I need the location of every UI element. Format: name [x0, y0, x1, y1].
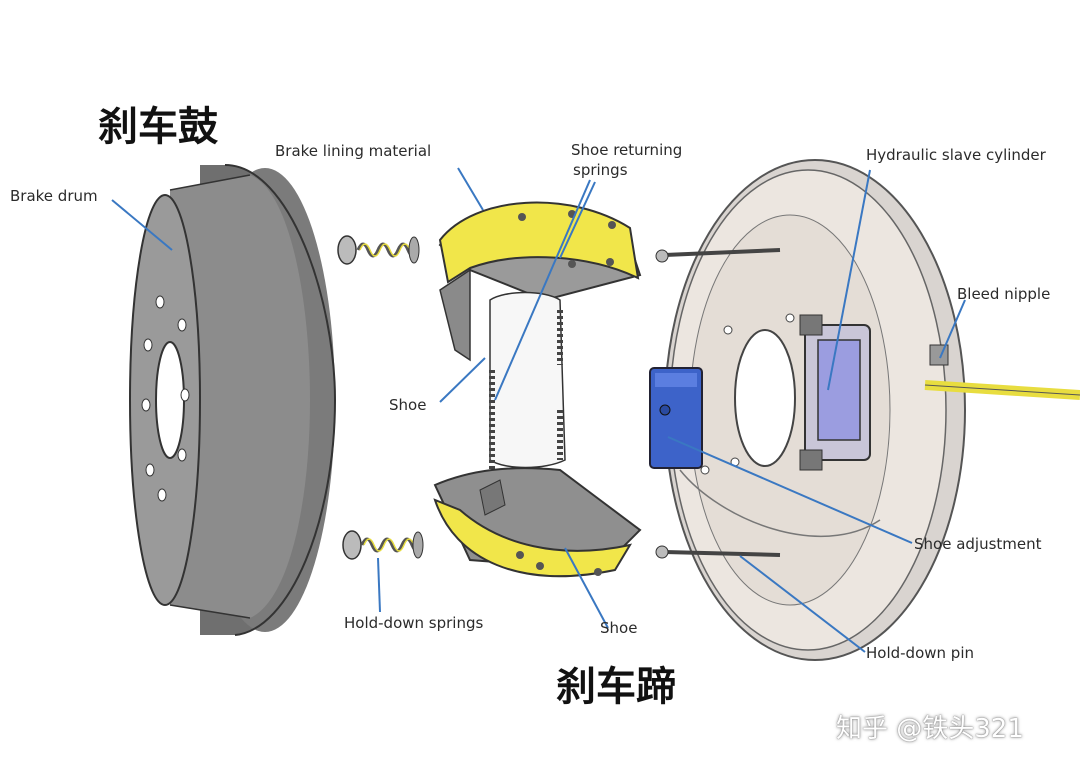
- hold-down-pin-top: [655, 248, 781, 263]
- brake-shoe-lower: [433, 467, 642, 578]
- label-hydraulic-slave-cylinder: Hydraulic slave cylinder: [866, 146, 1046, 164]
- label-hold-down-springs: Hold-down springs: [344, 614, 484, 632]
- label-shoe-returning-springs-2: springs: [573, 161, 628, 179]
- hydraulic-slave-cylinder: [799, 314, 871, 471]
- shoe-web: [489, 291, 566, 470]
- brake-drum: [129, 164, 337, 636]
- hold-down-spring-bottom: [342, 530, 424, 560]
- shoe-adjuster: [649, 367, 703, 469]
- hold-down-spring-top: [337, 235, 420, 265]
- watermark: 知乎 @铁头321: [836, 714, 1024, 744]
- label-shoe-returning-springs-1: Shoe returning: [571, 141, 683, 159]
- label-brake-lining-material: Brake lining material: [275, 142, 432, 160]
- label-brake-drum: Brake drum: [10, 187, 98, 205]
- label-shoe-lower: Shoe: [600, 619, 638, 637]
- backing-plate: [664, 159, 966, 661]
- shoe-title: 刹车蹄: [556, 664, 676, 710]
- brake-shoe-upper: [438, 201, 642, 362]
- label-shoe-upper: Shoe: [389, 396, 427, 414]
- label-bleed-nipple: Bleed nipple: [957, 285, 1051, 303]
- hold-down-pin-bottom: [655, 545, 781, 559]
- drum-title: 刹车鼓: [98, 104, 218, 150]
- leader-lines: [111, 167, 966, 653]
- label-hold-down-pin: Hold-down pin: [866, 644, 974, 662]
- label-shoe-adjustment: Shoe adjustment: [914, 535, 1042, 553]
